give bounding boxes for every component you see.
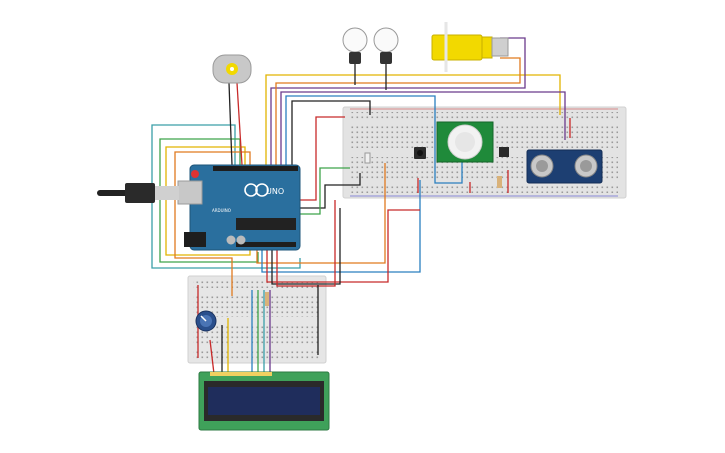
resistors <box>265 152 502 306</box>
wire-blue-down <box>261 180 421 273</box>
usb-port <box>177 180 203 205</box>
wire-blue-top <box>285 95 463 184</box>
wire-yellow-top <box>265 74 561 165</box>
wire-orange-loop <box>174 151 251 296</box>
arduino-brand-label: ARDUINO <box>212 208 231 213</box>
reset-button[interactable] <box>191 170 199 178</box>
wire-orange-top <box>275 57 521 165</box>
wire-motor-black <box>228 82 233 166</box>
usb-plug-icon <box>97 183 179 203</box>
wire-purple-top <box>270 37 526 165</box>
wire-orange-down <box>256 163 386 264</box>
wire-yellow-loop <box>165 146 251 256</box>
power-jack <box>184 232 206 247</box>
ultrasonic-sensor-icon <box>526 149 603 184</box>
digital-header <box>213 166 298 171</box>
wire-green-loop <box>159 138 259 263</box>
gear-motor-icon <box>431 22 509 72</box>
wire-lcd-7 <box>209 339 215 375</box>
analog-header <box>236 242 296 247</box>
wire-red-right <box>300 116 345 201</box>
wire-purple2-top <box>280 91 566 165</box>
potentiometer-icon <box>195 310 217 332</box>
wire-red-down <box>266 209 420 283</box>
wire-green-right <box>300 167 350 215</box>
wire-motor-red <box>236 82 243 166</box>
light-bulb-icon <box>342 27 399 64</box>
pir-sensor-icon <box>436 121 494 163</box>
pushbutton-icon <box>414 147 509 159</box>
arduino-logo-icon <box>244 183 258 197</box>
wire-red-down2 <box>276 200 336 287</box>
arduino-model-label: UNO <box>266 187 284 196</box>
atmega-chip <box>236 218 296 230</box>
wire-black-bulb <box>291 100 371 165</box>
wire-black-right <box>300 173 361 209</box>
arduino-uno: UNO ARDUINO <box>177 164 301 251</box>
lcd-display-icon <box>198 371 330 431</box>
dc-motor-icon <box>212 54 252 84</box>
wire-black-down <box>271 208 341 285</box>
